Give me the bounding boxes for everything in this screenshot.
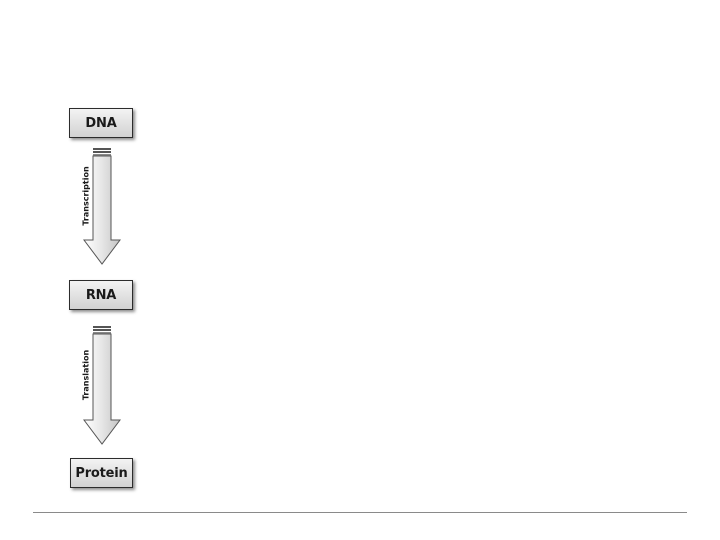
protein-label: Protein	[75, 465, 128, 481]
protein-box: Protein	[70, 458, 133, 488]
bottom-divider	[33, 512, 687, 513]
translation-arrow	[83, 326, 121, 445]
translation-label: Translation	[81, 349, 91, 401]
dna-label: DNA	[85, 115, 117, 131]
transcription-arrow	[83, 148, 121, 265]
dna-box: DNA	[69, 108, 133, 138]
rna-box: RNA	[69, 280, 133, 310]
rna-label: RNA	[85, 287, 117, 303]
transcription-label: Transcription	[81, 166, 91, 226]
